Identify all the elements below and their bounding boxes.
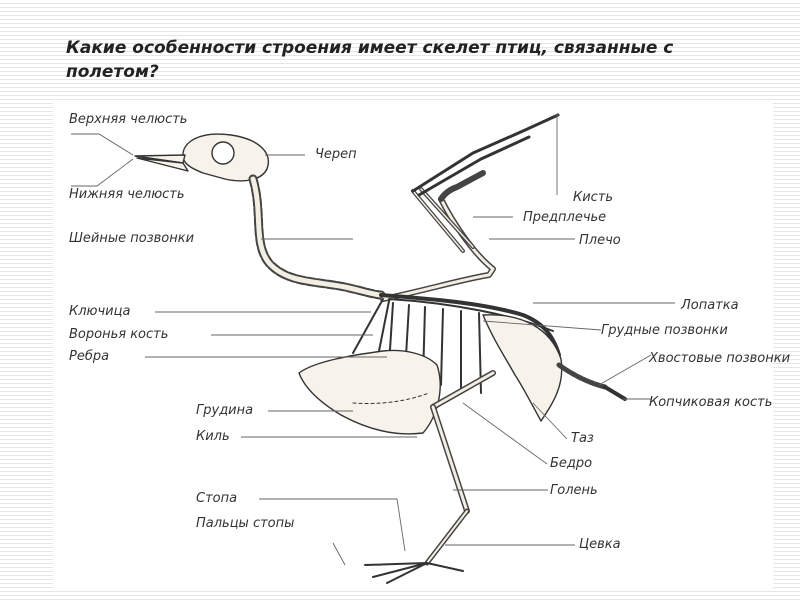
label-sternum: Грудина xyxy=(196,403,253,418)
label-tarsus: Цевка xyxy=(579,537,621,552)
leader-hand xyxy=(557,113,558,195)
label-caudal: Хвостовые позвонки xyxy=(649,351,769,366)
label-humerus: Плечо xyxy=(579,233,621,248)
leader-lower-jaw xyxy=(71,159,133,186)
label-cervical: Шейные позвонки xyxy=(69,231,194,246)
label-toes: Пальцы стопы xyxy=(196,516,294,531)
hand-bones xyxy=(413,115,558,195)
bird-skeleton-diagram: Верхняя челюсть Нижняя челюсть Шейные по… xyxy=(53,103,773,589)
furcula xyxy=(353,299,389,353)
humerus-bone xyxy=(383,199,493,299)
label-ribs: Ребра xyxy=(69,349,109,364)
label-upper-jaw: Верхняя челюсть xyxy=(69,112,187,127)
label-pygostyle: Копчиковая кость xyxy=(649,395,769,410)
leader-caudal xyxy=(599,355,651,385)
tail-vertebrae xyxy=(559,365,605,387)
leader-pelvis xyxy=(533,403,567,439)
leader-toes xyxy=(333,543,345,565)
label-coracoid: Воронья кость xyxy=(69,327,168,342)
label-hand: Кисть xyxy=(573,190,613,205)
label-scapula: Лопатка xyxy=(681,298,739,313)
label-forearm: Предплечье xyxy=(523,210,606,225)
skeleton-drawing xyxy=(53,103,773,589)
eye-orbit xyxy=(212,142,234,164)
label-clavicle: Ключица xyxy=(69,304,130,319)
leader-upper-jaw xyxy=(71,134,133,155)
leader-femur xyxy=(463,403,547,464)
neck-vertebrae xyxy=(253,179,381,295)
sternum-bone xyxy=(299,351,440,434)
label-tibia: Голень xyxy=(550,483,598,498)
label-pelvis: Таз xyxy=(571,431,594,446)
label-keel: Киль xyxy=(196,429,230,444)
label-lower-jaw: Нижняя челюсть xyxy=(69,187,185,202)
label-foot: Стопа xyxy=(196,491,237,506)
question-title: Какие особенности строения имеет скелет … xyxy=(66,36,746,84)
label-femur: Бедро xyxy=(550,456,592,471)
label-skull: Череп xyxy=(315,147,357,162)
label-thoracic: Грудные позвонки xyxy=(601,323,728,338)
pygostyle-bone xyxy=(605,387,625,399)
toes-bones xyxy=(365,563,463,583)
